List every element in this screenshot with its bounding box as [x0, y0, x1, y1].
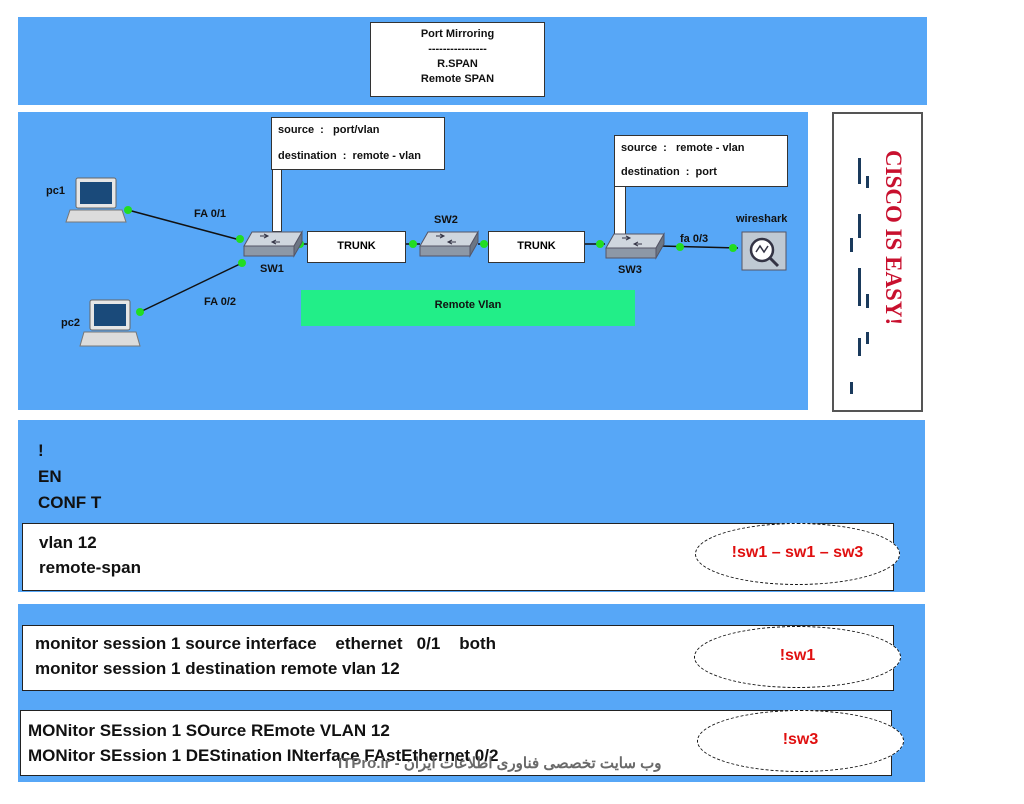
title-line-1: Port Mirroring	[420, 28, 495, 40]
title-line-3: R.SPAN	[437, 58, 478, 70]
link-label-fa03: fa 0/3	[680, 233, 709, 245]
link-pc2-sw1	[139, 262, 243, 313]
title-separator: ----------------	[428, 43, 487, 55]
sw1-span-callout: source : port/vlan destination : remote …	[271, 117, 445, 170]
sw3-span-callout: source : remote - vlan destination : por…	[614, 135, 788, 187]
trunk-label-2: TRUNK	[488, 231, 585, 263]
pc1-icon	[65, 177, 127, 223]
port-dot	[238, 259, 246, 267]
device-tag-sw1-sw1-sw3: !sw1 – sw1 – sw3	[695, 523, 900, 585]
code-line: vlan 12	[39, 533, 97, 552]
pc1-label: pc1	[46, 185, 65, 197]
link-label-fa01: FA 0/1	[194, 208, 226, 220]
code-line: remote-span	[39, 558, 142, 577]
port-dot	[480, 240, 488, 248]
sw1-callout-destination: destination : remote - vlan	[278, 150, 422, 162]
cmd-enable: EN	[38, 467, 62, 486]
sw2-switch-icon	[419, 230, 479, 258]
title-box: Port Mirroring ---------------- R.SPAN R…	[370, 22, 545, 97]
sw2-label: SW2	[434, 214, 458, 226]
watermark-footer: وب سایت تخصصی فناوری اطلاعات ایران - ITP…	[338, 755, 662, 772]
title-line-4: Remote SPAN	[420, 73, 495, 85]
code-line: MONitor SEssion 1 DEStination INterface …	[28, 746, 499, 765]
link-pc1-sw1	[127, 209, 241, 241]
sw3-label: SW3	[618, 264, 642, 276]
device-tag-sw3: !sw3	[697, 710, 904, 772]
sw3-callout-stem	[614, 186, 626, 236]
wireshark-label: wireshark	[736, 213, 788, 225]
sw1-label: SW1	[260, 263, 284, 275]
port-dot	[729, 244, 737, 252]
sw3-callout-source: source : remote - vlan	[621, 142, 745, 154]
cmd-conf-t: CONF T	[38, 493, 102, 512]
sw1-switch-icon	[243, 230, 303, 258]
port-dot	[676, 243, 684, 251]
wireshark-analyzer-icon	[741, 231, 787, 271]
sw1-callout-stem	[272, 168, 282, 232]
port-dot	[596, 240, 604, 248]
link-sw3-wireshark	[659, 245, 739, 249]
code-line: monitor session 1 source interface ether…	[35, 634, 497, 653]
cisco-is-easy-logo: CISCO IS EASY!	[832, 112, 923, 412]
device-tag-sw1: !sw1	[694, 626, 901, 688]
trunk-label-1: TRUNK	[307, 231, 406, 263]
sw3-callout-destination: destination : port	[621, 166, 717, 178]
cmd-bang: !	[38, 441, 44, 460]
port-dot	[136, 308, 144, 316]
cisco-bars-icon	[850, 158, 869, 394]
pc2-icon	[79, 299, 141, 347]
port-dot	[236, 235, 244, 243]
sw1-callout-source: source : port/vlan	[278, 124, 380, 136]
sw3-switch-icon	[605, 232, 665, 260]
pc2-label: pc2	[61, 317, 80, 329]
logo-text: CISCO IS EASY!	[881, 150, 906, 326]
panel-gap-1	[18, 592, 925, 604]
remote-vlan-bar: Remote Vlan	[301, 290, 635, 326]
port-dot	[124, 206, 132, 214]
code-line: MONitor SEssion 1 SOurce REmote VLAN 12	[28, 721, 390, 740]
port-dot	[409, 240, 417, 248]
link-label-fa02: FA 0/2	[204, 296, 236, 308]
code-line: monitor session 1 destination remote vla…	[35, 659, 400, 678]
